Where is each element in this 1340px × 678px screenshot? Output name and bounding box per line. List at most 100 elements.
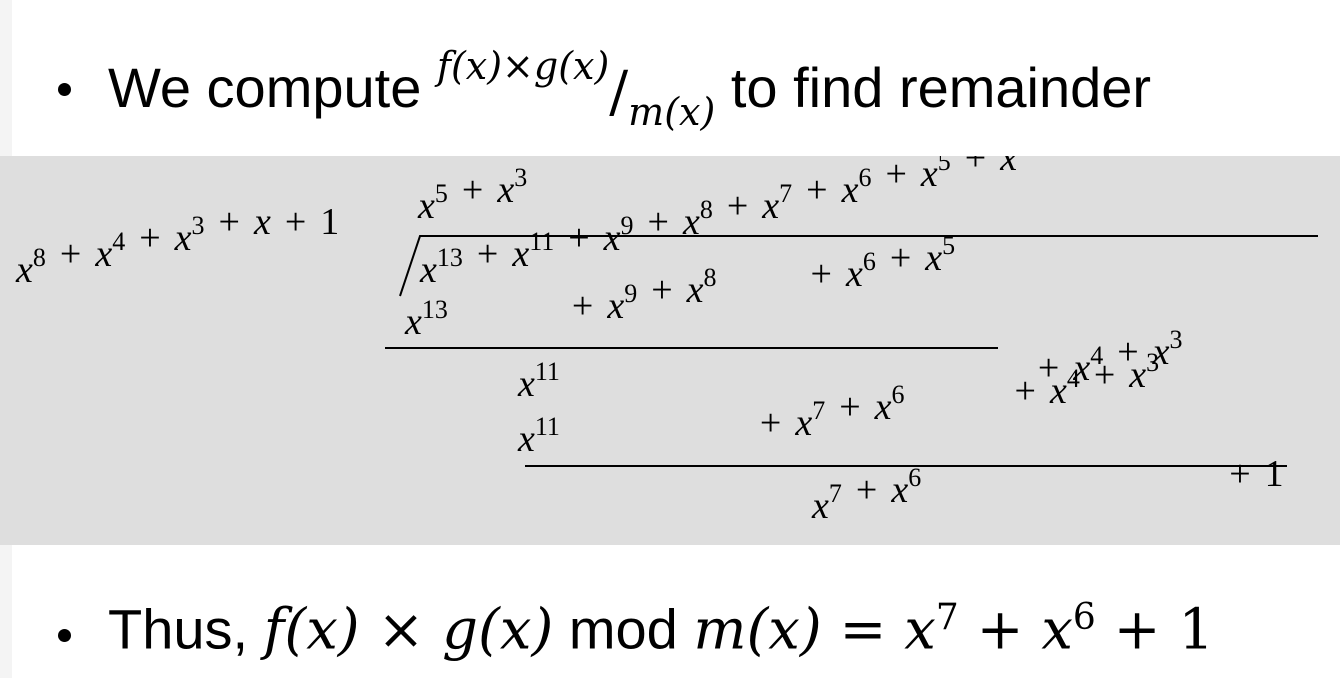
constant-term: 1	[1265, 453, 1284, 495]
result-exp6: 6	[1072, 597, 1096, 638]
fraction-denominator: m(x)	[628, 90, 716, 134]
long-division-svg: x5+x3 x8+x4+x3+x+1 x13+x11+x9+x8+x7+x6+x…	[15, 156, 1318, 527]
variable-x: x	[761, 185, 779, 227]
variable-x: x	[417, 185, 435, 227]
result-x6: x	[1041, 597, 1073, 663]
operator-plus: +	[477, 233, 498, 275]
result-exp7: 7	[935, 597, 959, 638]
result-x7: x	[904, 597, 936, 663]
bullet1-prefix: We compute	[108, 56, 437, 119]
exponent: 3	[192, 211, 205, 240]
exponent: 7	[779, 179, 792, 208]
long-division-figure: x5+x3 x8+x4+x3+x+1 x13+x11+x9+x8+x7+x6+x…	[0, 156, 1340, 545]
operator-plus: +	[806, 169, 827, 211]
exponent: 6	[863, 247, 876, 276]
operator-plus: +	[890, 237, 911, 279]
variable-x: x	[1049, 370, 1067, 412]
equals-sign: =	[821, 597, 905, 663]
division-bracket	[399, 235, 1318, 297]
fraction-numerator: f(x)×g(x)	[436, 44, 610, 88]
operator-plus: +	[1094, 354, 1115, 396]
operator-plus: +	[1015, 370, 1036, 412]
variable-x: x	[94, 233, 112, 275]
variable-x: x	[845, 253, 863, 295]
quotient-row: x5+x3	[417, 163, 527, 227]
bullet-result: Thus, f(x) × g(x) mod m(x) = x7 + x6 + 1	[108, 600, 1214, 659]
operator-plus: +	[572, 285, 593, 327]
operator-plus: +	[60, 233, 81, 275]
exponent: 13	[437, 243, 463, 272]
operator-plus: +	[648, 201, 669, 243]
exponent: 3	[1170, 325, 1183, 354]
exponent: 5	[938, 156, 951, 176]
fx: f(x)	[263, 597, 360, 663]
plus-sign: +	[1095, 597, 1179, 663]
exponent: 11	[535, 357, 560, 386]
bullet-compute-remainder: We compute f(x)×g(x)/m(x) to find remain…	[108, 47, 1151, 131]
variable-x: x	[794, 402, 812, 444]
step1-remainder-row: x11+x4+x3	[517, 325, 1183, 405]
exponent: 7	[829, 479, 842, 508]
final-remainder-row: x7+x6+1	[811, 453, 1284, 527]
variable-x: x	[419, 249, 437, 291]
exponent: 8	[704, 263, 717, 292]
variable-x: x	[811, 485, 829, 527]
bullet2-prefix: Thus,	[108, 597, 264, 661]
gx: g(x)	[442, 597, 554, 663]
variable-x: x	[686, 269, 704, 311]
variable-x: x	[682, 201, 700, 243]
exponent: 8	[33, 243, 46, 272]
operator-plus: +	[839, 386, 860, 428]
bullet-point-icon	[58, 629, 71, 642]
exponent: 5	[942, 231, 955, 260]
bullet1-suffix: to find remainder	[715, 56, 1152, 119]
variable-x: x	[999, 156, 1017, 179]
exponent: 13	[422, 295, 448, 324]
exponent: 4	[1017, 156, 1030, 160]
variable-x: x	[841, 169, 859, 211]
variable-x: x	[1152, 331, 1170, 373]
result-constant: 1	[1178, 597, 1214, 663]
operator-plus: +	[139, 217, 160, 259]
operator-plus: +	[568, 217, 589, 259]
variable-x: x	[517, 418, 535, 460]
operator-plus: +	[760, 402, 781, 444]
exponent: 11	[529, 227, 554, 256]
variable-x: x	[920, 156, 938, 195]
variable-x: x	[874, 386, 892, 428]
variable-x: x	[15, 249, 33, 291]
operator-plus: +	[285, 201, 306, 243]
fraction-slash: /	[609, 60, 629, 125]
divisor-row: x8+x4+x3+x+1	[15, 201, 339, 291]
operator-plus: +	[811, 253, 832, 295]
variable-x: x	[1128, 354, 1146, 396]
variable-x: x	[924, 237, 942, 279]
times-sign: ×	[359, 597, 443, 663]
operator-plus: +	[1044, 156, 1065, 163]
exponent: 11	[535, 412, 560, 441]
operator-plus: +	[1038, 347, 1059, 389]
exponent: 7	[812, 396, 825, 425]
exponent: 3	[514, 163, 527, 192]
operator-plus: +	[856, 469, 877, 511]
operator-plus: +	[885, 156, 906, 195]
variable-x: x	[404, 301, 422, 343]
variable-x: x	[1079, 156, 1097, 163]
variable-x: x	[496, 169, 514, 211]
exponent: 6	[892, 380, 905, 409]
exponent: 4	[112, 227, 125, 256]
exponent: 4	[1090, 341, 1103, 370]
variable-x: x	[511, 233, 529, 275]
exponent: 5	[435, 179, 448, 208]
operator-plus: +	[1117, 331, 1138, 373]
step2-subtrahend-row: x11+x7+x6+x4+x3	[517, 348, 1159, 460]
step1-subtrahend-row: x13+x9+x8+x6+x5	[404, 231, 955, 343]
bullet-point-icon	[58, 83, 71, 96]
exponent: 4	[1067, 364, 1080, 393]
plus-sign: +	[958, 597, 1042, 663]
dividend-row: x13+x11+x9+x8+x7+x6+x5+x4+x3+1	[419, 156, 1178, 291]
variable-x: x	[517, 363, 535, 405]
exponent: 9	[624, 279, 637, 308]
operator-plus: +	[727, 185, 748, 227]
